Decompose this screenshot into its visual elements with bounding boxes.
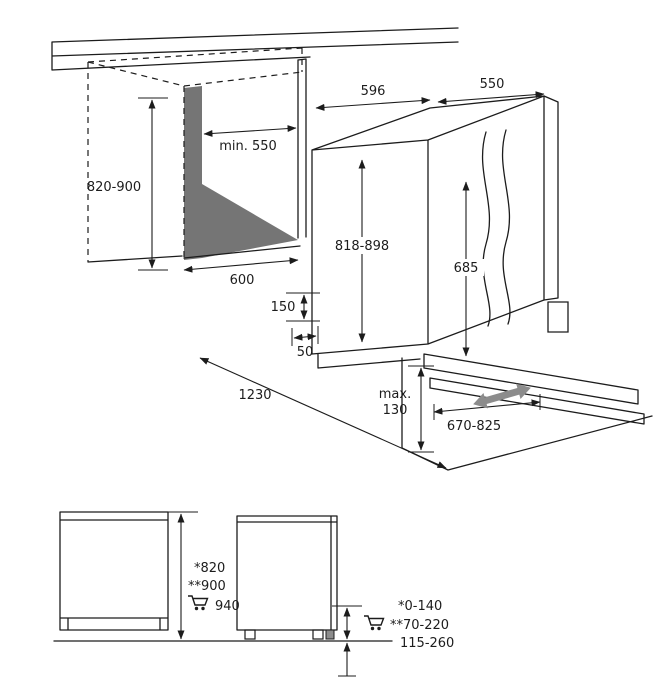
lower-dimension-ticks [164,511,362,677]
adjustable-foot [325,629,335,640]
dim-niche-depth-label: min. 550 [219,139,277,154]
dishwasher-box-lines [311,95,545,369]
dim-appliance-height-label: 818-898 [335,239,389,254]
lower-right-unit-lines [236,515,338,631]
dim-niche-height-label: 820-900 [87,180,141,195]
floor-edge [401,357,653,471]
label-backplate [448,259,484,276]
dim-top-depth-line [437,91,545,105]
slide-arrow-shape [473,383,531,409]
niche-dashed-lines [87,47,303,262]
lower-left-unit [59,511,169,631]
dim-niche-width-line [183,257,299,273]
dim-niche-depth-line [203,125,297,137]
dim-plinth-setback-line [293,333,317,341]
lower-left-unit-lines [59,511,169,631]
cart-icon [187,595,209,611]
niche-solid-lines [87,58,307,263]
furniture-panel [481,95,569,333]
dim-top-width-label: 596 [361,84,386,99]
dishwasher-body [311,95,545,369]
lower-right-unit [236,515,338,640]
furniture-panel-waves [481,95,569,333]
dim-decor-panel-label: 670-825 [447,419,501,434]
floor-panel [423,353,645,425]
dim-plinth-setback-label: 50 [297,345,314,360]
height-standard-label: *820 [194,561,225,576]
dim-top-width-line [315,97,431,111]
niche-shadow [184,86,298,260]
dim-plinth-max-word-label: max. [379,387,411,402]
dim-plinth-max-value-label: 130 [383,403,408,418]
dim-side-panel-height-label: 685 [454,261,479,276]
label-backplate [333,237,391,254]
left-foot [244,629,256,640]
plinth-alternate-label: **70-220 [390,618,449,633]
dim-niche-width-label: 600 [230,273,255,288]
plinth-standard-label: *0-140 [398,599,442,614]
dim-top-depth-label: 550 [480,77,505,92]
lower-dimensions [177,513,351,676]
slide-direction-arrow-icon [473,383,531,409]
height-with-trolley-label: 940 [215,599,240,614]
dim-door-clearance-line [199,357,447,469]
dim-plinth-recess-label: 150 [271,300,296,315]
floor-edge-lines [401,357,653,471]
right-foot [312,629,324,640]
countertop-lines [51,27,459,71]
niche-outline [87,47,307,263]
height-alternate-label: **900 [188,579,226,594]
countertop [51,27,459,71]
dim-door-clearance-label: 1230 [238,388,271,403]
cart-icon [363,615,385,631]
plinth-with-trolley-label: 115-260 [400,636,454,651]
floor-panel-lines [423,353,645,425]
